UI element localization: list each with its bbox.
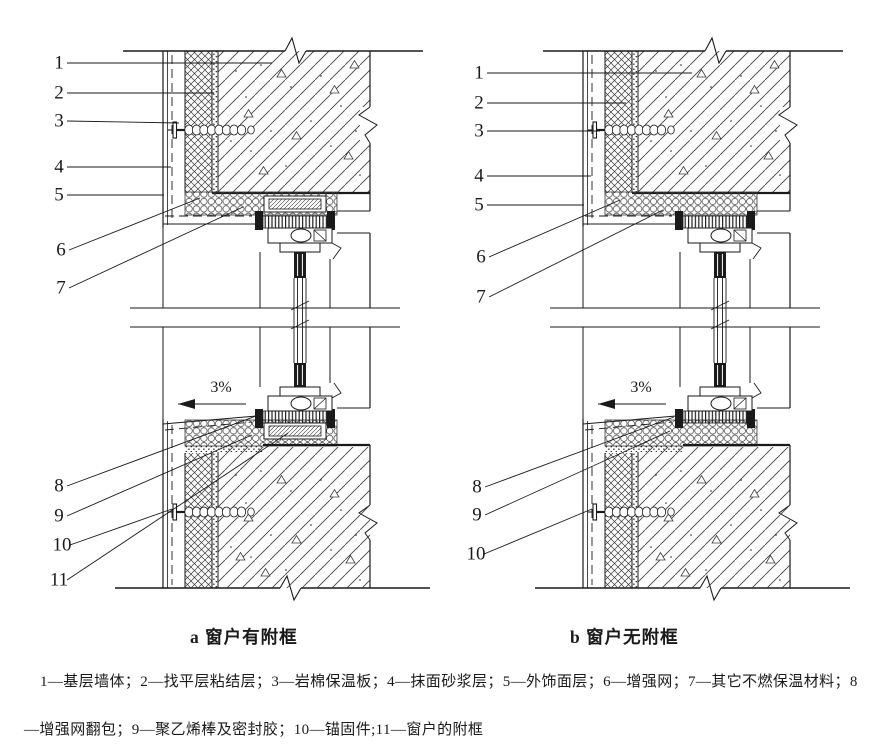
- figure-b-container: 3% 1 2 3 4 5 6 7 8 9 10: [450, 35, 850, 615]
- callout-number-6: 6: [56, 240, 66, 261]
- insulation-board-top: [184, 51, 218, 193]
- slope-annotation: 3%: [598, 379, 666, 409]
- concrete-wall-top: [212, 51, 370, 195]
- concrete-wall-bottom: [605, 443, 790, 588]
- anchor-screw: [168, 121, 255, 139]
- callout-number-7: 7: [56, 278, 66, 299]
- window-head-frame: [604, 191, 762, 278]
- detail-drawing-b: 3% 1 2 3 4 5 6 7 8 9 10: [467, 36, 850, 602]
- callout-number-2: 2: [54, 83, 64, 104]
- callout-number-9: 9: [472, 505, 482, 526]
- finish-layers-top: [582, 51, 676, 227]
- callout-number-4: 4: [474, 166, 484, 187]
- anchor-screw: [168, 503, 255, 521]
- callout-number-5: 5: [474, 195, 484, 216]
- callout-labels: 1 2 3 4 5 6 7 8 9 10: [467, 63, 692, 565]
- callout-number-9: 9: [54, 506, 64, 527]
- callout-number-10: 10: [53, 535, 72, 556]
- figure-title-a: a 窗户有附框: [190, 627, 298, 647]
- window-sill-frame: [184, 363, 342, 447]
- window-sill-frame: [604, 363, 762, 447]
- callout-number-8: 8: [472, 477, 482, 498]
- anchor-screw: [588, 121, 675, 139]
- anchor-screw: [588, 503, 675, 521]
- window-head-frame: [184, 191, 342, 278]
- callout-number-7: 7: [476, 287, 486, 308]
- legend-line-1: 1—基层墙体；2—找平层粘结层；3—岩棉保温板；4—抹面砂浆层；5—外饰面层；6…: [40, 674, 858, 690]
- insulation-board-bottom: [604, 453, 638, 588]
- callout-number-3: 3: [54, 111, 64, 132]
- slope-label: 3%: [210, 379, 231, 396]
- concrete-wall-bottom: [185, 443, 370, 588]
- callout-number-10: 10: [467, 544, 486, 565]
- callout-labels: 1 2 3 4 5 6 7 8 9 10 11: [50, 53, 289, 591]
- callout-number-1: 1: [54, 53, 64, 74]
- callout-number-6: 6: [476, 247, 486, 268]
- finish-layers-top: [162, 51, 256, 227]
- callout-number-3: 3: [474, 121, 484, 142]
- insulation-board-bottom: [184, 453, 218, 588]
- callout-number-8: 8: [54, 476, 64, 497]
- window-glazing: [582, 227, 751, 419]
- detail-drawing-a: 3% 1 2 3 4 5 6 7 8 9 10 11: [50, 36, 430, 602]
- callout-number-2: 2: [474, 93, 484, 114]
- insulation-board-top: [604, 51, 638, 193]
- slope-label: 3%: [630, 379, 651, 396]
- slope-annotation: 3%: [178, 379, 246, 409]
- concrete-wall-top: [632, 51, 790, 195]
- window-glazing: [162, 227, 331, 419]
- callout-number-1: 1: [474, 63, 484, 84]
- figure-title-b: b 窗户无附框: [570, 627, 679, 647]
- figure-a-container: 3% 1 2 3 4 5 6 7 8 9 10 11: [30, 35, 430, 615]
- callout-number-5: 5: [54, 185, 64, 206]
- legend-line-2: —增强网翻包；9—聚乙烯棒及密封胶；10—锚固件;11—窗户的附框: [24, 722, 484, 738]
- callout-number-11: 11: [50, 570, 68, 591]
- callout-number-4: 4: [54, 157, 64, 178]
